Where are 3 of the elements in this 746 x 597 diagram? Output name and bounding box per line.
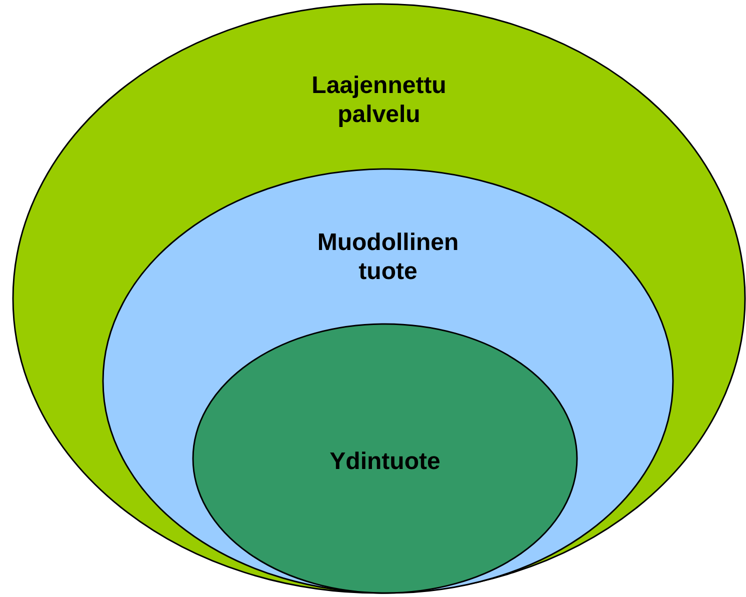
ellipse-label: Laajennettu palvelu: [310, 71, 448, 129]
ellipse-label: Ydintuote: [330, 447, 440, 476]
ellipse-label: Muodollinen tuote: [316, 228, 460, 286]
